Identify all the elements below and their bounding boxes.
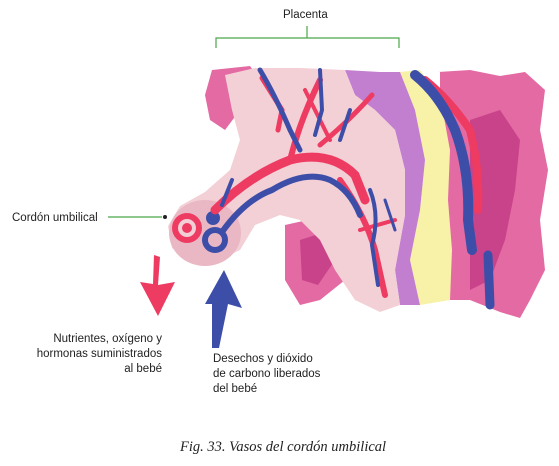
waste-line-3: del bebé: [213, 383, 258, 395]
placenta-bracket: [215, 26, 400, 48]
nutrients-line-3: al bebé: [124, 363, 162, 375]
veins: [219, 67, 495, 310]
waste-label: Desechos y dióxido de carbono liberados …: [213, 352, 320, 397]
cord-leader: [108, 215, 167, 219]
placenta-label: Placenta: [283, 9, 328, 21]
nutrients-label: Nutrientes, oxígeno y hormonas suministr…: [20, 332, 162, 377]
cord-label: Cordón umbilical: [12, 212, 98, 224]
cord-cross-section: [169, 200, 241, 266]
waste-line-2: de carbono liberados: [213, 368, 321, 380]
nutrients-line-2: hormonas suministrados: [36, 348, 162, 360]
nutrients-arrow-icon: [140, 255, 175, 316]
figure-caption: Fig. 33. Vasos del cordón umbilical: [180, 439, 387, 455]
membrane: [345, 70, 425, 305]
yellow-layer: [400, 70, 452, 305]
uterine-wall-dark: [470, 110, 520, 290]
waste-arrow-icon: [205, 270, 242, 348]
nutrients-line-1: Nutrientes, oxígeno y: [53, 333, 162, 345]
waste-line-1: Desechos y dióxido: [213, 353, 313, 365]
